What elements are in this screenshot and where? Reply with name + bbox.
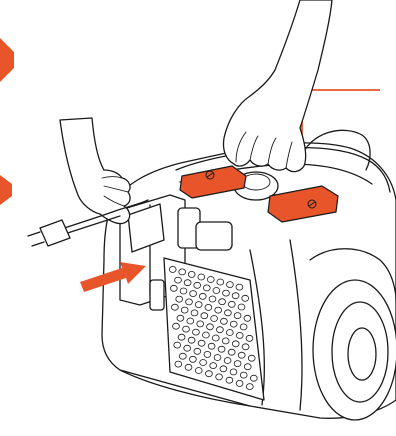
step-marker-icon: [0, 38, 14, 82]
step-marker-icon: [0, 175, 12, 205]
hand-holding-plug: [60, 118, 130, 224]
